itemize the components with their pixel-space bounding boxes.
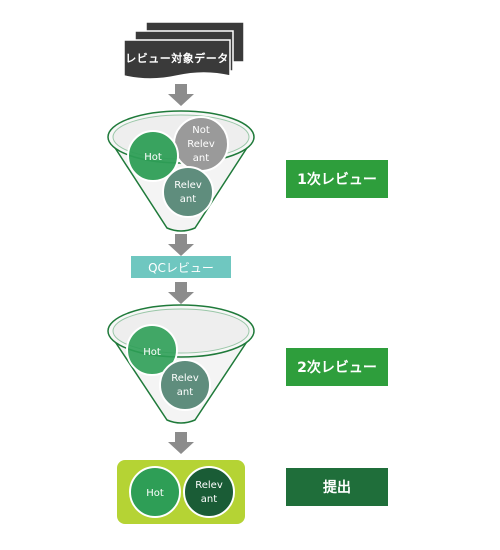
- stage2-hot-text: Hot: [143, 347, 161, 358]
- arrow-down-2: [168, 234, 194, 256]
- funnel-1-rim-inner: [112, 114, 250, 160]
- final-result-box: [117, 460, 245, 524]
- funnel-1-body: [107, 136, 255, 232]
- arrow-down-3: [168, 282, 194, 304]
- stage1-hot-circle: [127, 130, 179, 182]
- funnel-1: [107, 110, 255, 232]
- stage2-relevant-text-1: Relev: [171, 373, 199, 384]
- stage1-not-relevant-text-2: Relev: [187, 139, 215, 150]
- final-hot-text: Hot: [146, 488, 164, 499]
- final-hot-circle: [129, 466, 181, 518]
- funnel-2: [107, 304, 255, 424]
- review-data-stack: [124, 22, 244, 80]
- submit-label: 提出: [286, 468, 388, 506]
- document-front: [124, 39, 231, 80]
- stage2-relevant-text-2: ant: [177, 387, 193, 398]
- stage1-not-relevant-circle: [173, 116, 229, 172]
- stage1-hot-text: Hot: [144, 152, 162, 163]
- second-review-label: 2次レビュー: [286, 348, 388, 386]
- final-relevant-text-1: Relev: [195, 480, 223, 491]
- final-relevant-circle: [183, 466, 235, 518]
- stage2-hot-circle: [126, 324, 178, 376]
- funnel-1-rim: [107, 110, 255, 164]
- arrow-down-4: [168, 432, 194, 454]
- stage1-relevant-text-2: ant: [180, 194, 196, 205]
- funnel-2-body: [107, 330, 255, 424]
- qc-review-box: QCレビュー: [131, 256, 231, 278]
- stage1-not-relevant-text-1: Not: [192, 125, 210, 136]
- stage1-relevant-text-1: Relev: [174, 180, 202, 191]
- first-review-label: 1次レビュー: [286, 160, 388, 198]
- funnel-2-rim: [107, 304, 255, 358]
- stage2-relevant-circle: [159, 359, 211, 411]
- arrow-down-1: [168, 84, 194, 106]
- funnel-2-rim-inner: [112, 308, 250, 354]
- stage1-relevant-circle: [162, 166, 214, 218]
- review-data-label: レビュー対象データ: [125, 52, 229, 65]
- final-relevant-text-2: ant: [201, 494, 217, 505]
- stage1-not-relevant-text-3: ant: [193, 153, 209, 164]
